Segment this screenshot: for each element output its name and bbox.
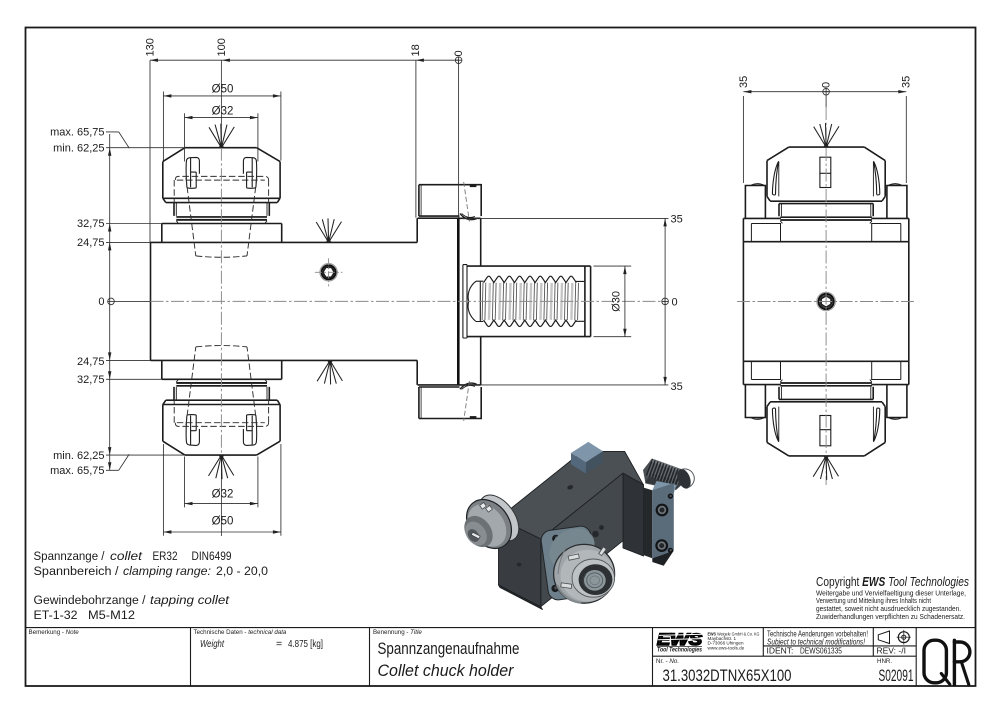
svg-text:clamping range:: clamping range: (123, 564, 211, 578)
svg-text:0: 0 (98, 296, 104, 308)
svg-text:0: 0 (821, 82, 833, 88)
svg-text:HNR.: HNR. (877, 658, 892, 665)
svg-text:max. 65,75: max. 65,75 (50, 465, 104, 477)
svg-text:Technische Daten - technical d: Technische Daten - technical data (194, 629, 287, 636)
svg-text:32,75: 32,75 (77, 218, 105, 230)
svg-text:Zuwiderhandlungen verpflichten: Zuwiderhandlungen verpflichten zu Schade… (816, 612, 965, 621)
svg-text:Spannzange /: Spannzange / (34, 549, 106, 563)
svg-text:collet: collet (110, 549, 143, 563)
svg-text:Ø50: Ø50 (212, 516, 234, 528)
svg-text:Nr. - No.: Nr. - No. (656, 658, 679, 665)
svg-text:Maybachstr. 1: Maybachstr. 1 (708, 636, 737, 641)
svg-text:min. 62,25: min. 62,25 (53, 450, 104, 462)
svg-text:Weitergabe und Vervielfaeltigu: Weitergabe und Vervielfaeltigung dieser … (816, 588, 966, 597)
svg-text:4.875 [kg]: 4.875 [kg] (288, 638, 323, 650)
svg-text:Spannbereich /: Spannbereich / (34, 564, 120, 578)
svg-text:35: 35 (901, 76, 913, 88)
svg-text:min. 62,25: min. 62,25 (53, 142, 104, 154)
svg-text:35: 35 (671, 381, 683, 393)
svg-text:ER32: ER32 (153, 549, 178, 563)
svg-text:ET-1-32: ET-1-32 (34, 608, 78, 622)
svg-text:Technische Aenderungen vorbeha: Technische Aenderungen vorbehalten! (767, 628, 868, 638)
svg-text:18: 18 (410, 44, 422, 56)
svg-text:Weight: Weight (200, 638, 225, 650)
svg-text:Tool Technologies: Tool Technologies (657, 647, 702, 654)
svg-text:DEWS061335: DEWS061335 (800, 645, 842, 655)
svg-text:100: 100 (216, 38, 228, 56)
svg-text:32,75: 32,75 (77, 374, 105, 386)
svg-text:24,75: 24,75 (77, 237, 105, 249)
svg-text:Subject to technical modificat: Subject to technical modifications! (767, 636, 866, 646)
svg-text:gestattet, soweit nicht ausdru: gestattet, soweit nicht ausdruecklich zu… (816, 604, 961, 613)
svg-text:M5-M12: M5-M12 (88, 608, 135, 622)
svg-text:Verwertung und Mitteilung ihre: Verwertung und Mitteilung ihres Inhalts … (816, 596, 931, 605)
svg-text:S02091: S02091 (879, 666, 914, 685)
svg-text:max. 65,75: max. 65,75 (50, 127, 104, 139)
svg-text:Copyright EWS Tool Technologie: Copyright EWS Tool Technologies (816, 574, 969, 589)
svg-text:31.3032DTNX65X100: 31.3032DTNX65X100 (663, 666, 792, 685)
svg-text:IDENT:: IDENT: (767, 645, 794, 655)
svg-text:2,0 - 20,0: 2,0 - 20,0 (216, 564, 268, 578)
svg-text:REV: -/I: REV: -/I (877, 645, 906, 655)
svg-text:Ø30: Ø30 (610, 291, 622, 312)
svg-text:Bemerkung - Note: Bemerkung - Note (29, 629, 80, 636)
svg-text:www.ews-tools.de: www.ews-tools.de (708, 646, 745, 651)
svg-text:35: 35 (671, 214, 683, 226)
svg-text:0: 0 (453, 50, 465, 56)
svg-text:EWS Weigele GmbH & Co. KG: EWS Weigele GmbH & Co. KG (708, 631, 760, 636)
svg-text:D-73066 Uhingen: D-73066 Uhingen (708, 641, 744, 646)
svg-text:130: 130 (144, 38, 156, 56)
svg-text:Collet chuck holder: Collet chuck holder (378, 661, 515, 680)
svg-text:Gewindebohrzange /: Gewindebohrzange / (34, 593, 147, 607)
svg-text:=: = (276, 638, 282, 650)
svg-text:0: 0 (672, 296, 678, 308)
svg-text:Ø32: Ø32 (212, 105, 234, 117)
svg-text:tapping collet: tapping collet (150, 593, 230, 607)
svg-text:35: 35 (738, 76, 750, 88)
svg-text:24,75: 24,75 (77, 356, 105, 368)
svg-text:Ø50: Ø50 (212, 84, 234, 96)
svg-text:DIN6499: DIN6499 (192, 549, 232, 563)
svg-text:Ø32: Ø32 (212, 489, 234, 501)
svg-text:Benennung - Title: Benennung - Title (373, 629, 422, 636)
svg-text:Spannzangenaufnahme: Spannzangenaufnahme (378, 639, 520, 658)
